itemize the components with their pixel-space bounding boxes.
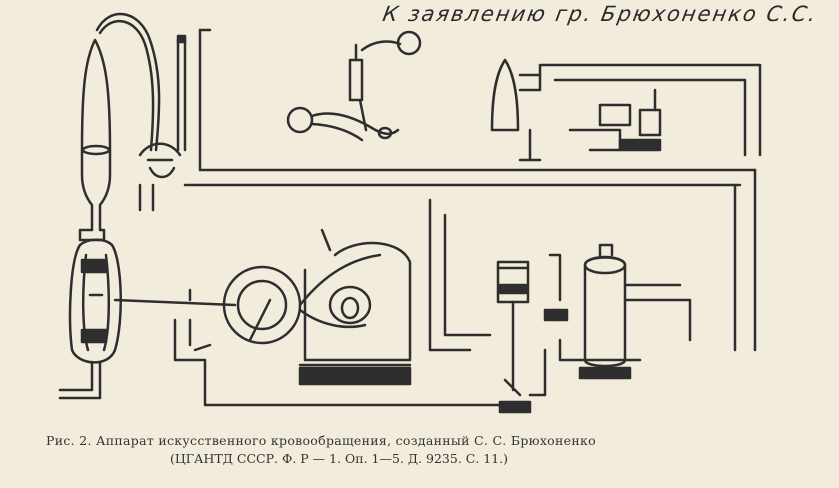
right-pump — [496, 253, 569, 414]
reservoir-column — [78, 38, 112, 242]
lower-piping — [528, 338, 642, 397]
handwritten-header: К заявлению гр. Брюхоненко С.С. — [380, 2, 820, 26]
caption-line-1: Рис. 2. Аппарат искусственного кровообра… — [46, 433, 596, 448]
filter-reservoir — [578, 243, 692, 380]
heart-chamber — [58, 238, 122, 400]
small-valve — [138, 34, 187, 179]
curved-tube — [95, 12, 161, 152]
pump-linkage — [173, 198, 512, 407]
curved-tube-inner — [98, 19, 155, 152]
main-ducts — [138, 28, 757, 352]
motor-assembly — [222, 228, 412, 386]
oxygenator-unit — [490, 58, 762, 162]
caption-line-2: (ЦГАНТД СССР. Ф. Р — 1. Оп. 1—5. Д. 9235… — [170, 451, 509, 466]
figure-caption: Рис. 2. Аппарат искусственного кровообра… — [46, 432, 806, 468]
drive-rod — [113, 298, 237, 307]
top-pulsator — [286, 30, 422, 142]
